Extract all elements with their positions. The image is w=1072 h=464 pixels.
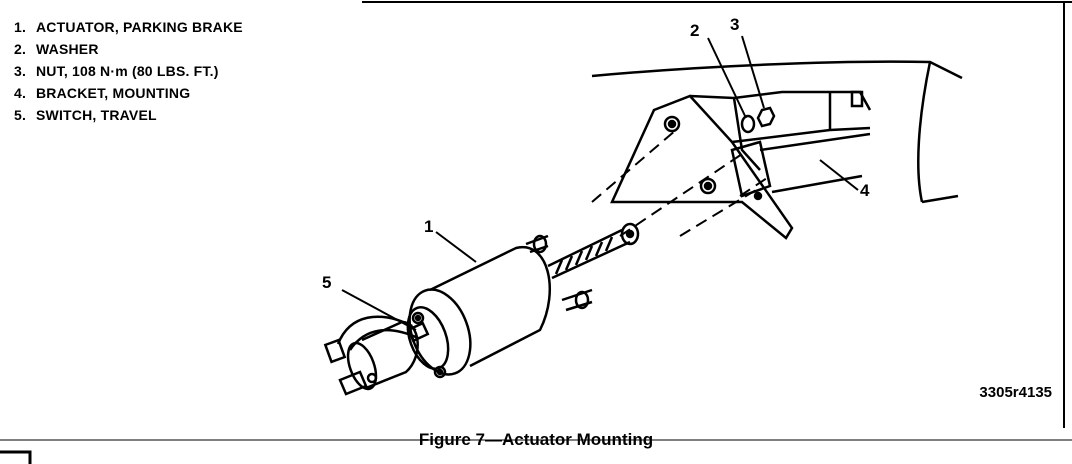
legend-item: 5. SWITCH, TRAVEL — [14, 104, 243, 126]
frame-rail — [591, 60, 963, 204]
legend-item-number: 2. — [14, 41, 27, 57]
legend-item-number: 4. — [14, 85, 27, 101]
actuator-body — [346, 245, 552, 391]
legend-item: 2. WASHER — [14, 38, 243, 60]
nut — [756, 106, 776, 128]
legend-item-number: 5. — [14, 107, 27, 123]
corner-mark — [0, 450, 32, 464]
callout-5: 5 — [322, 273, 331, 292]
washer — [740, 114, 756, 134]
parts-legend: 1. ACTUATOR, PARKING BRAKE 2. WASHER 3. NUT… — [14, 16, 243, 126]
leader-lines — [341, 35, 859, 331]
legend-item: 1. ACTUATOR, PARKING BRAKE — [14, 16, 243, 38]
legend-item: 3. NUT, 108 N·m (80 LBS. FT.) — [14, 60, 243, 82]
legend-item-number: 3. — [14, 63, 27, 79]
legend-item-label: NUT, 108 N·m (80 LBS. FT.) — [36, 63, 219, 79]
callout-2: 2 — [690, 21, 699, 40]
figure-caption: Figure 7—Actuator Mounting — [418, 430, 654, 449]
legend-item-label: BRACKET, MOUNTING — [36, 85, 191, 101]
legend-item-label: SWITCH, TRAVEL — [36, 107, 157, 123]
mounting-bracket — [610, 90, 872, 240]
alignment-dashes — [591, 129, 771, 237]
figure-code: 3305r4135 — [979, 384, 1052, 401]
callout-3: 3 — [730, 15, 739, 34]
threaded-rod — [547, 222, 640, 280]
callout-1: 1 — [424, 217, 433, 236]
legend-item-label: WASHER — [36, 41, 99, 57]
mounting-studs — [525, 234, 593, 312]
legend-item: 4. BRACKET, MOUNTING — [14, 82, 243, 104]
callout-4: 4 — [860, 181, 870, 200]
legend-item-label: ACTUATOR, PARKING BRAKE — [36, 19, 243, 35]
legend-item-number: 1. — [14, 19, 27, 35]
page-border — [0, 1, 1072, 441]
